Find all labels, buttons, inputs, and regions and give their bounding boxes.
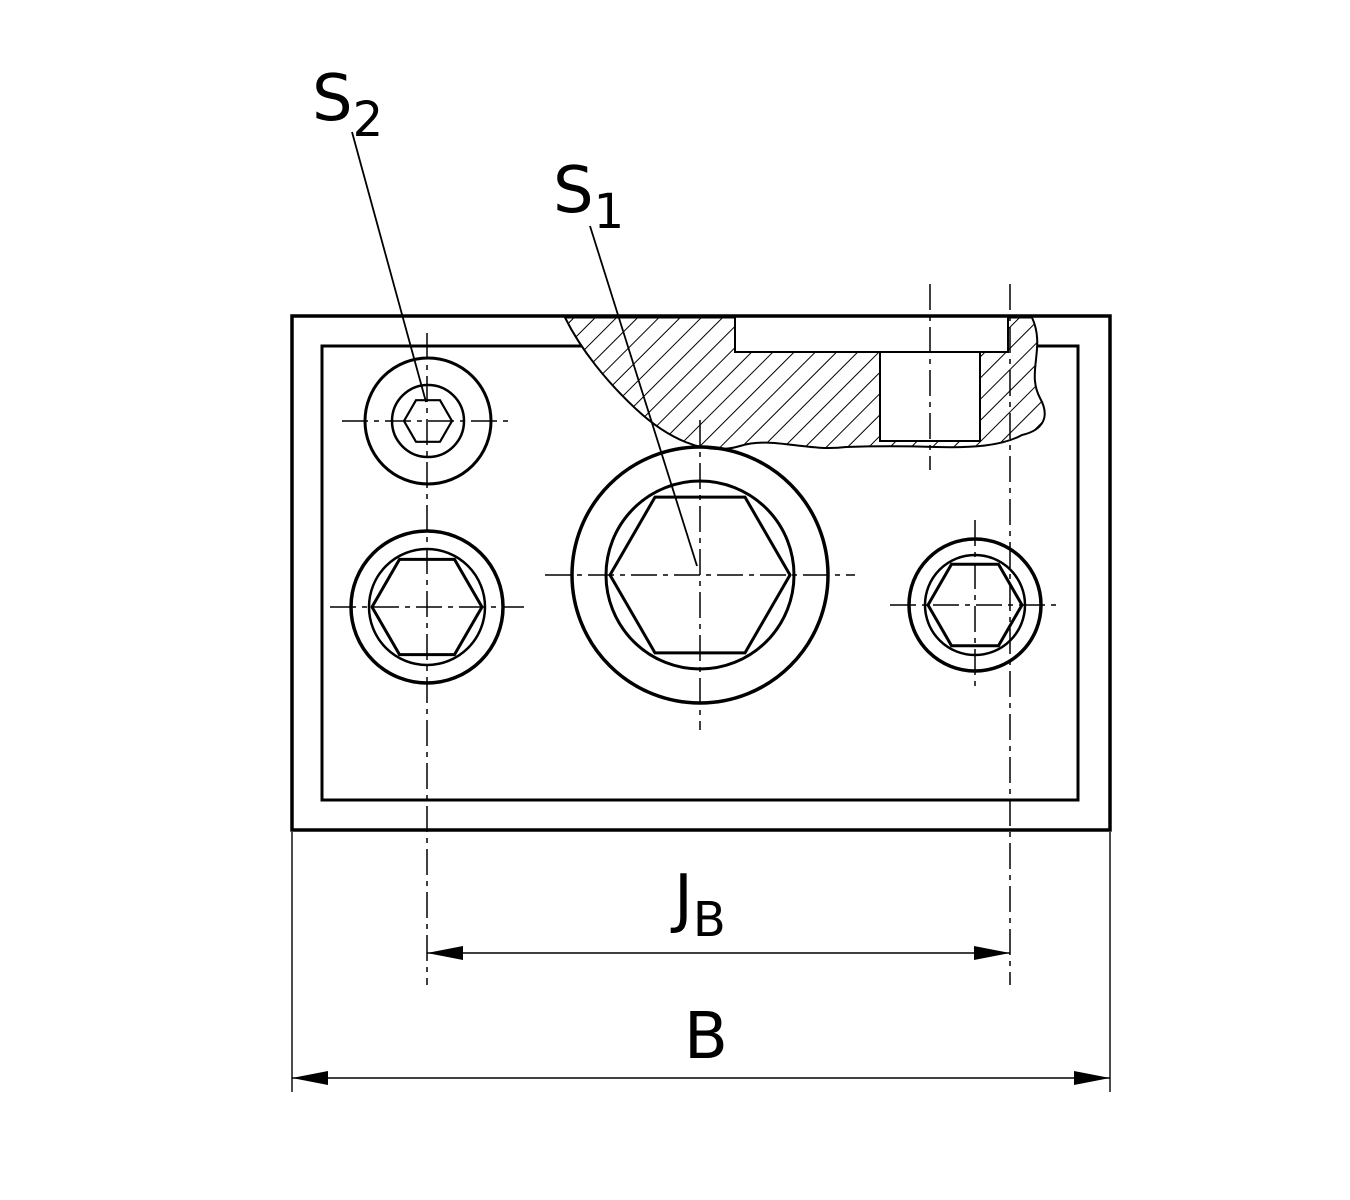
label-b-base: B [684,1000,728,1074]
screw-left [349,529,505,685]
screw-right-hex-socket [926,562,1024,648]
screw-left-hex-socket [370,557,484,657]
dimension-b [291,832,1111,1092]
screw-s1-outer-circle [570,445,830,705]
dimension-jb [427,946,1010,960]
label-jb-subscript: B [693,892,726,948]
dimension-jb-arrow-right [974,946,1010,960]
hatch-region-fill [565,317,1045,450]
label-b: B [684,1000,728,1074]
hatch-region-outline [563,316,1046,451]
label-jb: JB [670,862,726,948]
screw-s2 [363,356,493,486]
dimension-b-arrow-left [292,1071,328,1085]
dimension-b-arrow-right [1074,1071,1110,1085]
screw-right [907,537,1043,673]
outer-body-rect [290,314,1112,832]
leader-lines [351,131,698,567]
step-tab-face [735,318,1008,352]
screw-s2-hex-socket [402,399,454,443]
leader-s2 [351,131,427,403]
label-s1: S1 [553,154,624,240]
screw-s2-outer-circle [363,356,493,486]
section-hatch [563,316,1046,451]
label-s1-subscript: 1 [594,184,625,240]
screw-s1-inner-circle [604,479,796,671]
label-s1-base: S [553,154,594,228]
screw-s1 [570,445,830,705]
screw-left-inner-circle [367,547,487,667]
screw-right-inner-circle [923,553,1027,657]
label-s2: S2 [312,62,383,148]
screw-right-outer-circle [907,537,1043,673]
dimension-jb-arrow-left [427,946,463,960]
screw-left-outer-circle [349,529,505,685]
leader-s1 [589,225,698,567]
label-jb-base: J [670,862,693,936]
label-s2-subscript: 2 [353,92,384,148]
labels: S2 S1 JB B [312,62,728,1074]
screw-s1-hex-socket [608,495,792,655]
label-s2-base: S [312,62,353,136]
centerlines [330,284,1060,985]
screw-s2-counterbore-circle [390,383,466,459]
